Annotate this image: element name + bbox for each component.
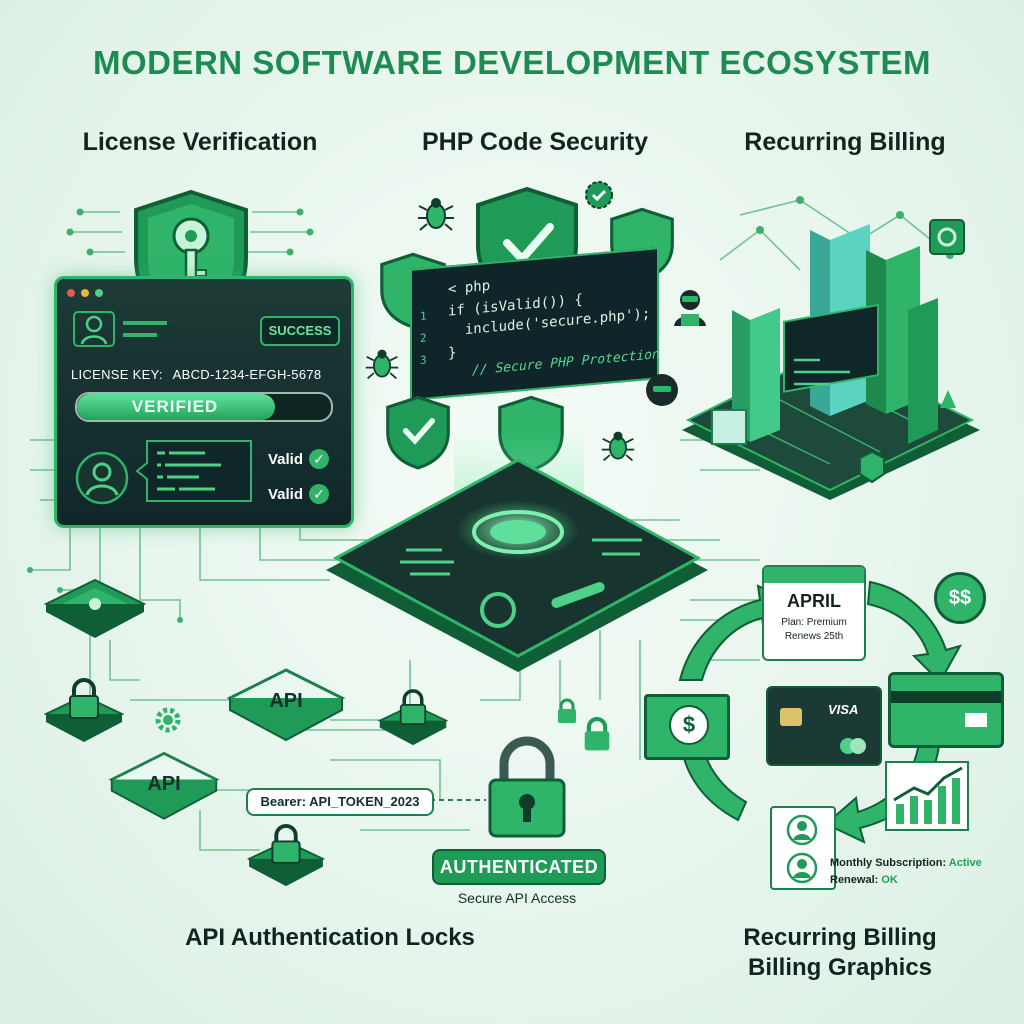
small-lock-icon	[558, 698, 576, 723]
check-shield-icon	[386, 395, 450, 470]
valid-label: Valid	[268, 486, 304, 503]
lock-block-icon	[246, 823, 326, 887]
renewal-label: Renewal:	[830, 874, 879, 886]
secure-api-caption: Secure API Access	[457, 890, 577, 906]
valid-check-row: Valid ✓	[268, 484, 330, 504]
dollar-coin-icon: $$	[934, 572, 986, 624]
section-title-billing: Recurring Billing	[744, 128, 946, 156]
renewal-value: OK	[881, 874, 898, 886]
valid-check-row: Valid ✓	[268, 449, 330, 469]
calendar-header-bar	[764, 567, 864, 583]
cloud-city-platform	[682, 219, 980, 500]
card-chip	[965, 713, 987, 727]
verified-progress-bar: VERIFIED	[75, 392, 333, 422]
page-title: MODERN SOFTWARE DEVELOPMENT ECOSYSTEM	[92, 44, 932, 81]
api-label: API	[269, 690, 303, 712]
license-key-label: LICENSE KEY:	[71, 367, 163, 382]
license-key-row: LICENSE KEY: ABCD-1234-EFGH-5678	[71, 367, 321, 382]
card-brand: VISA	[828, 702, 859, 717]
api-block	[108, 751, 220, 820]
section-title-api-locks: API Authentication Locks	[185, 924, 475, 951]
check-icon: ✓	[309, 484, 330, 504]
cash-bill-icon: $	[644, 694, 730, 760]
bug-icon	[601, 431, 635, 462]
credit-card-icon	[888, 672, 1004, 748]
section-title-billing-graphics: Billing Graphics	[747, 954, 933, 981]
status-badge-success: SUCCESS	[260, 316, 340, 346]
user-icon	[786, 852, 818, 884]
section-title-php: PHP Code Security	[421, 128, 648, 156]
code-comment: // Secure PHP Protection	[472, 347, 660, 379]
growth-chart-icon	[885, 761, 969, 831]
api-label: API	[147, 773, 181, 795]
text-placeholder-line	[123, 321, 167, 325]
billing-calendar: APRIL Plan: Premium Renews 25th	[762, 565, 866, 661]
lock-block-icon	[44, 678, 124, 742]
renewal-status-row: Renewal: OK	[830, 874, 898, 886]
authenticated-badge: AUTHENTICATED	[432, 849, 606, 885]
user-avatar-icon	[75, 451, 129, 505]
lock-block-icon	[378, 689, 448, 746]
code-line: }	[448, 344, 457, 362]
valid-label: Valid	[268, 451, 304, 468]
code-line: < php	[448, 277, 491, 298]
card-chip	[780, 708, 802, 726]
line-number: 1	[420, 309, 427, 324]
line-number: 3	[420, 353, 427, 368]
check-gear-icon	[585, 181, 613, 209]
window-dot-yellow	[81, 289, 89, 297]
bug-icon	[365, 349, 399, 380]
bug-icon	[418, 198, 454, 231]
gear-icon	[155, 707, 181, 733]
hacker-icon	[674, 290, 706, 326]
subscription-value: Active	[948, 857, 982, 869]
section-title-recurring-billing: Recurring Billing	[743, 924, 937, 951]
user-icon	[73, 311, 115, 347]
subscription-status-row: Monthly Subscription: Active	[830, 857, 982, 869]
calendar-renews: Renews 25th	[784, 631, 844, 642]
small-lock-icon	[584, 717, 610, 751]
card-logo-dot	[850, 738, 866, 754]
subscription-card	[770, 806, 836, 890]
bill-dollar-sign: $	[669, 705, 709, 745]
verified-progress-fill	[77, 394, 276, 420]
visa-card-icon: VISA	[766, 686, 882, 766]
api-block	[226, 668, 346, 742]
verified-label: VERIFIED	[131, 397, 219, 416]
microchip-icon	[43, 578, 147, 638]
chat-code-bubble-icon	[135, 440, 252, 502]
calendar-plan: Plan: Premium	[781, 617, 847, 628]
user-icon	[786, 814, 818, 846]
php-code-panel: < php if (isValid()) { include('secure.p…	[410, 247, 660, 401]
hacker-icon	[646, 374, 678, 406]
window-dot-red	[67, 289, 75, 297]
calendar-month: APRIL	[787, 591, 841, 611]
padlock-icon	[488, 736, 566, 838]
window-dot-green	[95, 289, 103, 297]
line-number: 2	[420, 331, 427, 346]
security-platform-device	[326, 430, 708, 672]
api-token-tag: Bearer: API_TOKEN_2023	[246, 788, 434, 816]
license-verification-panel: SUCCESS LICENSE KEY: ABCD-1234-EFGH-5678…	[54, 276, 354, 528]
card-stripe	[891, 691, 1001, 703]
license-key-value: ABCD-1234-EFGH-5678	[172, 367, 322, 382]
section-title-license: License Verification	[82, 128, 318, 156]
text-placeholder-line	[123, 333, 157, 337]
check-icon: ✓	[309, 449, 330, 469]
subscription-label: Monthly Subscription:	[830, 857, 947, 869]
